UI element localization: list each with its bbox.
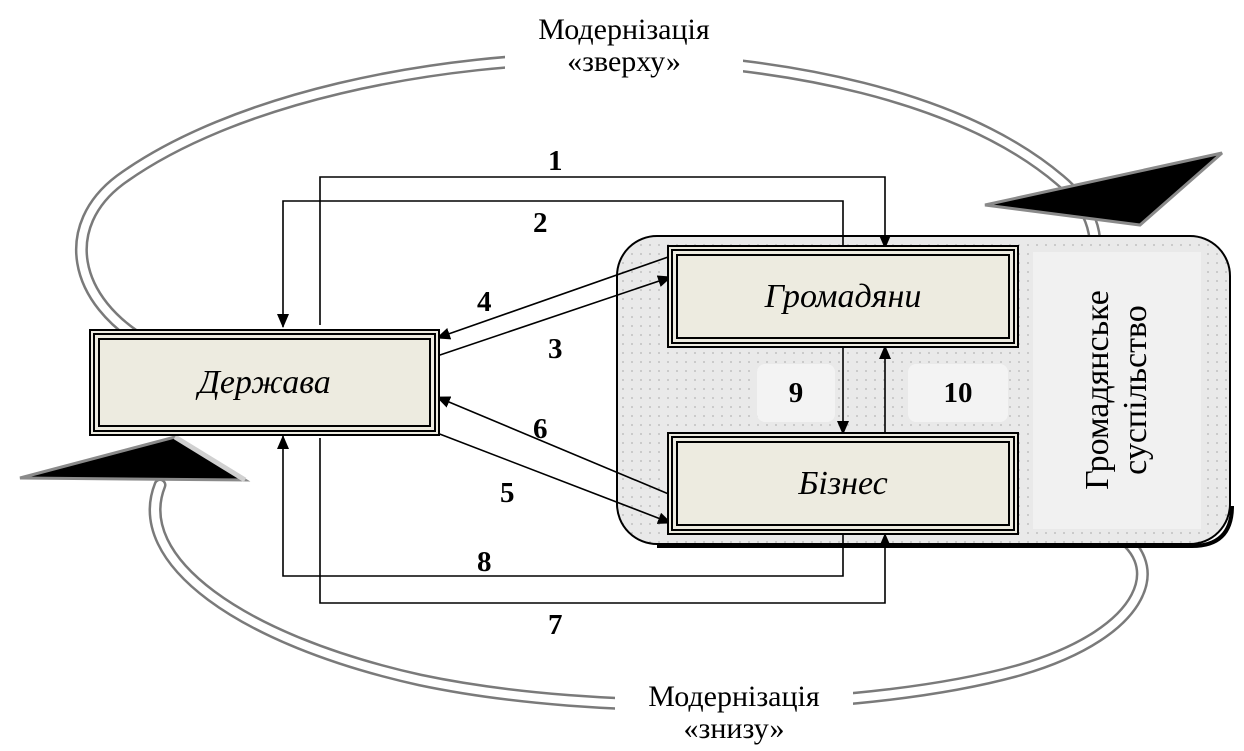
- citizens-label: Громадяни: [764, 277, 922, 315]
- bottom-modernization-line2: «знизу»: [683, 712, 785, 745]
- flow-8-line: [277, 435, 844, 577]
- flow-5-line: [436, 432, 672, 524]
- flow-10-panel: 10: [908, 364, 1008, 422]
- flow-8-number: 8: [477, 546, 492, 578]
- flow-3-number: 3: [548, 333, 563, 365]
- flow-9-panel: 9: [757, 364, 835, 422]
- state-box: Держава: [89, 329, 440, 436]
- flow-3-line: [436, 275, 672, 357]
- citizens-box: Громадяни: [667, 245, 1019, 348]
- business-box: Бізнес: [667, 432, 1019, 535]
- flow-1-number: 1: [548, 145, 563, 177]
- bottom-modernization-label: Модернізація «знизу»: [615, 681, 853, 751]
- flow-10-number: 10: [943, 377, 973, 409]
- flow-7-number: 7: [548, 609, 563, 641]
- top-modernization-label: Модернізація «зверху»: [505, 14, 743, 84]
- flow-1-line: [319, 176, 891, 325]
- upper-cycle-arrowhead: [984, 151, 1223, 227]
- state-label: Держава: [198, 363, 331, 401]
- flow-2-number: 2: [533, 207, 548, 239]
- civil-society-line1: Громадянське: [1079, 290, 1116, 490]
- civil-society-label: Громадянське суспільство: [1079, 290, 1155, 490]
- business-label: Бізнес: [798, 464, 888, 502]
- flow-5-number: 5: [500, 477, 515, 509]
- flow-4-number: 4: [477, 286, 492, 318]
- flow-2-line: [277, 200, 844, 328]
- flow-6-number: 6: [533, 413, 548, 445]
- top-modernization-line1: Модернізація: [538, 13, 710, 46]
- flow-4-line: [436, 255, 672, 340]
- flow-9-number: 9: [788, 377, 804, 409]
- flow-7-line: [319, 438, 891, 604]
- civil-society-line2: суспільство: [1117, 305, 1154, 475]
- civil-society-panel: [1033, 252, 1201, 529]
- flow-6-line: [436, 396, 672, 496]
- bottom-modernization-line1: Модернізація: [648, 680, 820, 713]
- top-modernization-line2: «зверху»: [567, 45, 681, 78]
